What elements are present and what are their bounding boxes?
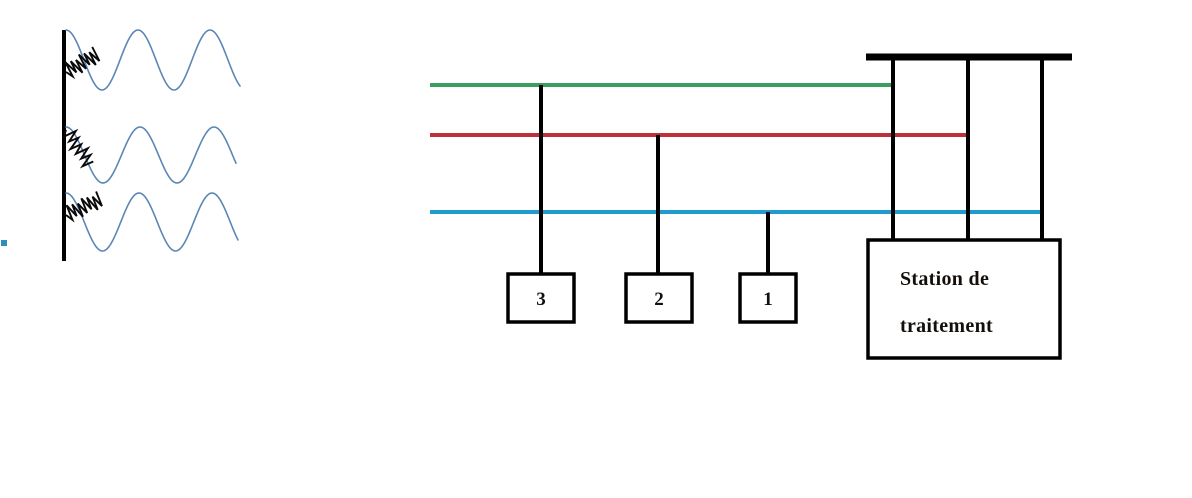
wave-1-spring-icon <box>64 46 101 80</box>
wave-group-3 <box>65 191 239 252</box>
source-box-3[interactable] <box>506 272 576 324</box>
wave-3-spring-icon <box>65 191 103 223</box>
source-group-2: 2 <box>624 135 694 324</box>
blue-square-marker <box>1 240 7 246</box>
wave-group-2 <box>62 126 237 184</box>
wave-3-curve <box>65 192 239 252</box>
wave-2-curve <box>65 126 237 184</box>
wave-1-curve <box>65 29 241 91</box>
station-label-line1: Station de <box>900 268 989 290</box>
source-box-1[interactable] <box>738 272 798 324</box>
source-box-2[interactable] <box>624 272 694 324</box>
source-box-label-2: 2 <box>654 289 664 310</box>
source-group-3: 3 <box>506 85 576 324</box>
source-box-label-1: 1 <box>763 289 773 310</box>
station-label-line2: traitement <box>900 315 993 337</box>
wave-group-1 <box>64 29 241 91</box>
source-box-label-3: 3 <box>536 289 546 310</box>
wave-2-spring-icon <box>62 128 94 169</box>
source-group-1: 1 <box>738 212 798 324</box>
station-box[interactable] <box>866 238 1062 360</box>
station-group: Station de traitement <box>866 53 1072 360</box>
